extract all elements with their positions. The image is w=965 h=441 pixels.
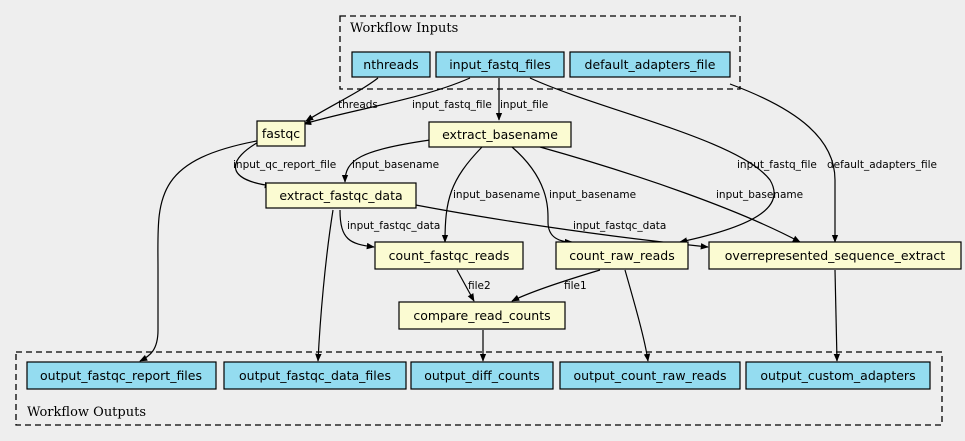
edge-input-fastq-files-fastqc — [303, 77, 471, 125]
step-node-extract-basename-label: extract_basename — [442, 127, 558, 142]
input-node-input-fastq-files-label: input_fastq_files — [449, 57, 551, 72]
edge-label-file2: file2 — [468, 280, 491, 292]
edge-extract-basename-ose — [539, 146, 801, 243]
edge-label-input-fastq-file-count-raw: input_fastq_file — [737, 159, 817, 171]
input-node-nthreads-label: nthreads — [363, 57, 418, 72]
workflow-outputs-cluster: Workflow Outputs — [15, 351, 943, 426]
edge-label-input-file: input_file — [500, 99, 548, 111]
edge-label-input-basename-efd: input_basename — [352, 159, 439, 171]
input-node-default-adapters-file[interactable]: default_adapters_file — [569, 51, 731, 78]
edge-nthreads-fastqc — [305, 77, 379, 122]
edge-ose-output-custom-adapters — [833, 269, 841, 362]
step-node-fastqc-label: fastqc — [262, 126, 300, 141]
output-node-diff-counts-label: output_diff_counts — [424, 368, 540, 383]
edge-extract-fastqc-data-count-fastqc-reads — [339, 209, 375, 250]
edge-labels: threads input_fastq_file input_file inpu… — [233, 99, 937, 292]
step-node-count-fastqc-reads[interactable]: count_fastqc_reads — [374, 241, 524, 270]
edge-count-fastqc-reads-compare — [456, 269, 475, 302]
edge-label-default-adapters-file: default_adapters_file — [827, 159, 937, 171]
edge-count-raw-reads-output — [624, 269, 651, 362]
edge-extract-basename-count-raw-reads — [511, 146, 573, 246]
step-node-compare-read-counts-label: compare_read_counts — [413, 308, 550, 323]
step-node-extract-basename[interactable]: extract_basename — [428, 121, 572, 148]
step-node-count-raw-reads-label: count_raw_reads — [569, 248, 674, 263]
step-node-extract-fastqc-data[interactable]: extract_fastqc_data — [265, 182, 417, 209]
edge-count-raw-reads-compare — [511, 269, 601, 302]
output-node-fastqc-report-files[interactable]: output_fastqc_report_files — [26, 361, 217, 390]
edge-default-adapters-ose — [729, 83, 839, 243]
step-node-overrepresented-sequence-extract-label: overrepresented_sequence_extract — [725, 248, 946, 263]
step-node-count-fastqc-reads-label: count_fastqc_reads — [389, 248, 510, 263]
output-node-fastqc-data-files-label: output_fastqc_data_files — [239, 368, 391, 383]
input-node-nthreads[interactable]: nthreads — [351, 51, 431, 78]
step-nodes: fastqc extract_basename extract_fastqc_d… — [256, 120, 962, 330]
output-node-count-raw-reads[interactable]: output_count_raw_reads — [559, 361, 741, 390]
input-node-input-fastq-files[interactable]: input_fastq_files — [435, 51, 565, 78]
step-node-fastqc[interactable]: fastqc — [256, 120, 306, 147]
output-node-fastqc-report-files-label: output_fastqc_report_files — [40, 368, 202, 383]
edge-extract-basename-count-fastqc-reads — [441, 146, 483, 243]
output-node-fastqc-data-files[interactable]: output_fastqc_data_files — [223, 361, 407, 390]
edge-label-input-basename-cfr: input_basename — [453, 189, 540, 201]
input-nodes: nthreads input_fastq_files default_adapt… — [351, 51, 731, 78]
edge-label-input-fastqc-data-cfr: input_fastqc_data — [347, 220, 440, 232]
output-node-count-raw-reads-label: output_count_raw_reads — [574, 368, 727, 383]
edge-fastqc-extract-fastqc-data — [234, 139, 273, 189]
output-node-custom-adapters-label: output_custom_adapters — [760, 368, 915, 383]
workflow-inputs-cluster: Workflow Inputs — [339, 15, 741, 90]
edge-input-fastq-files-count-raw-reads — [529, 77, 775, 244]
step-node-overrepresented-sequence-extract[interactable]: overrepresented_sequence_extract — [708, 241, 962, 270]
edge-extract-basename-extract-fastqc-data — [341, 139, 431, 183]
edge-label-input-basename-ose: input_basename — [716, 189, 803, 201]
output-nodes: output_fastqc_report_files output_fastqc… — [26, 361, 931, 390]
edge-extract-fastqc-data-output — [315, 209, 334, 362]
edge-label-input-fastqc-data-ose: input_fastqc_data — [573, 220, 666, 232]
workflow-outputs-title: Workflow Outputs — [27, 405, 146, 420]
step-node-extract-fastqc-data-label: extract_fastqc_data — [279, 188, 402, 203]
edge-label-input-basename-crr: input_basename — [549, 189, 636, 201]
edge-label-input-fastq-file-fastqc: input_fastq_file — [412, 99, 492, 111]
output-node-custom-adapters[interactable]: output_custom_adapters — [745, 361, 931, 390]
output-node-diff-counts[interactable]: output_diff_counts — [410, 361, 554, 390]
edge-label-threads: threads — [338, 99, 378, 111]
edge-label-file1: file1 — [564, 280, 587, 292]
edge-fastqc-output-report — [139, 139, 263, 362]
step-node-count-raw-reads[interactable]: count_raw_reads — [555, 241, 689, 270]
step-node-compare-read-counts[interactable]: compare_read_counts — [398, 301, 566, 330]
input-node-default-adapters-file-label: default_adapters_file — [585, 57, 716, 72]
edge-label-input-qc-report-file: input_qc_report_file — [233, 159, 336, 171]
workflow-inputs-title: Workflow Inputs — [350, 21, 458, 36]
